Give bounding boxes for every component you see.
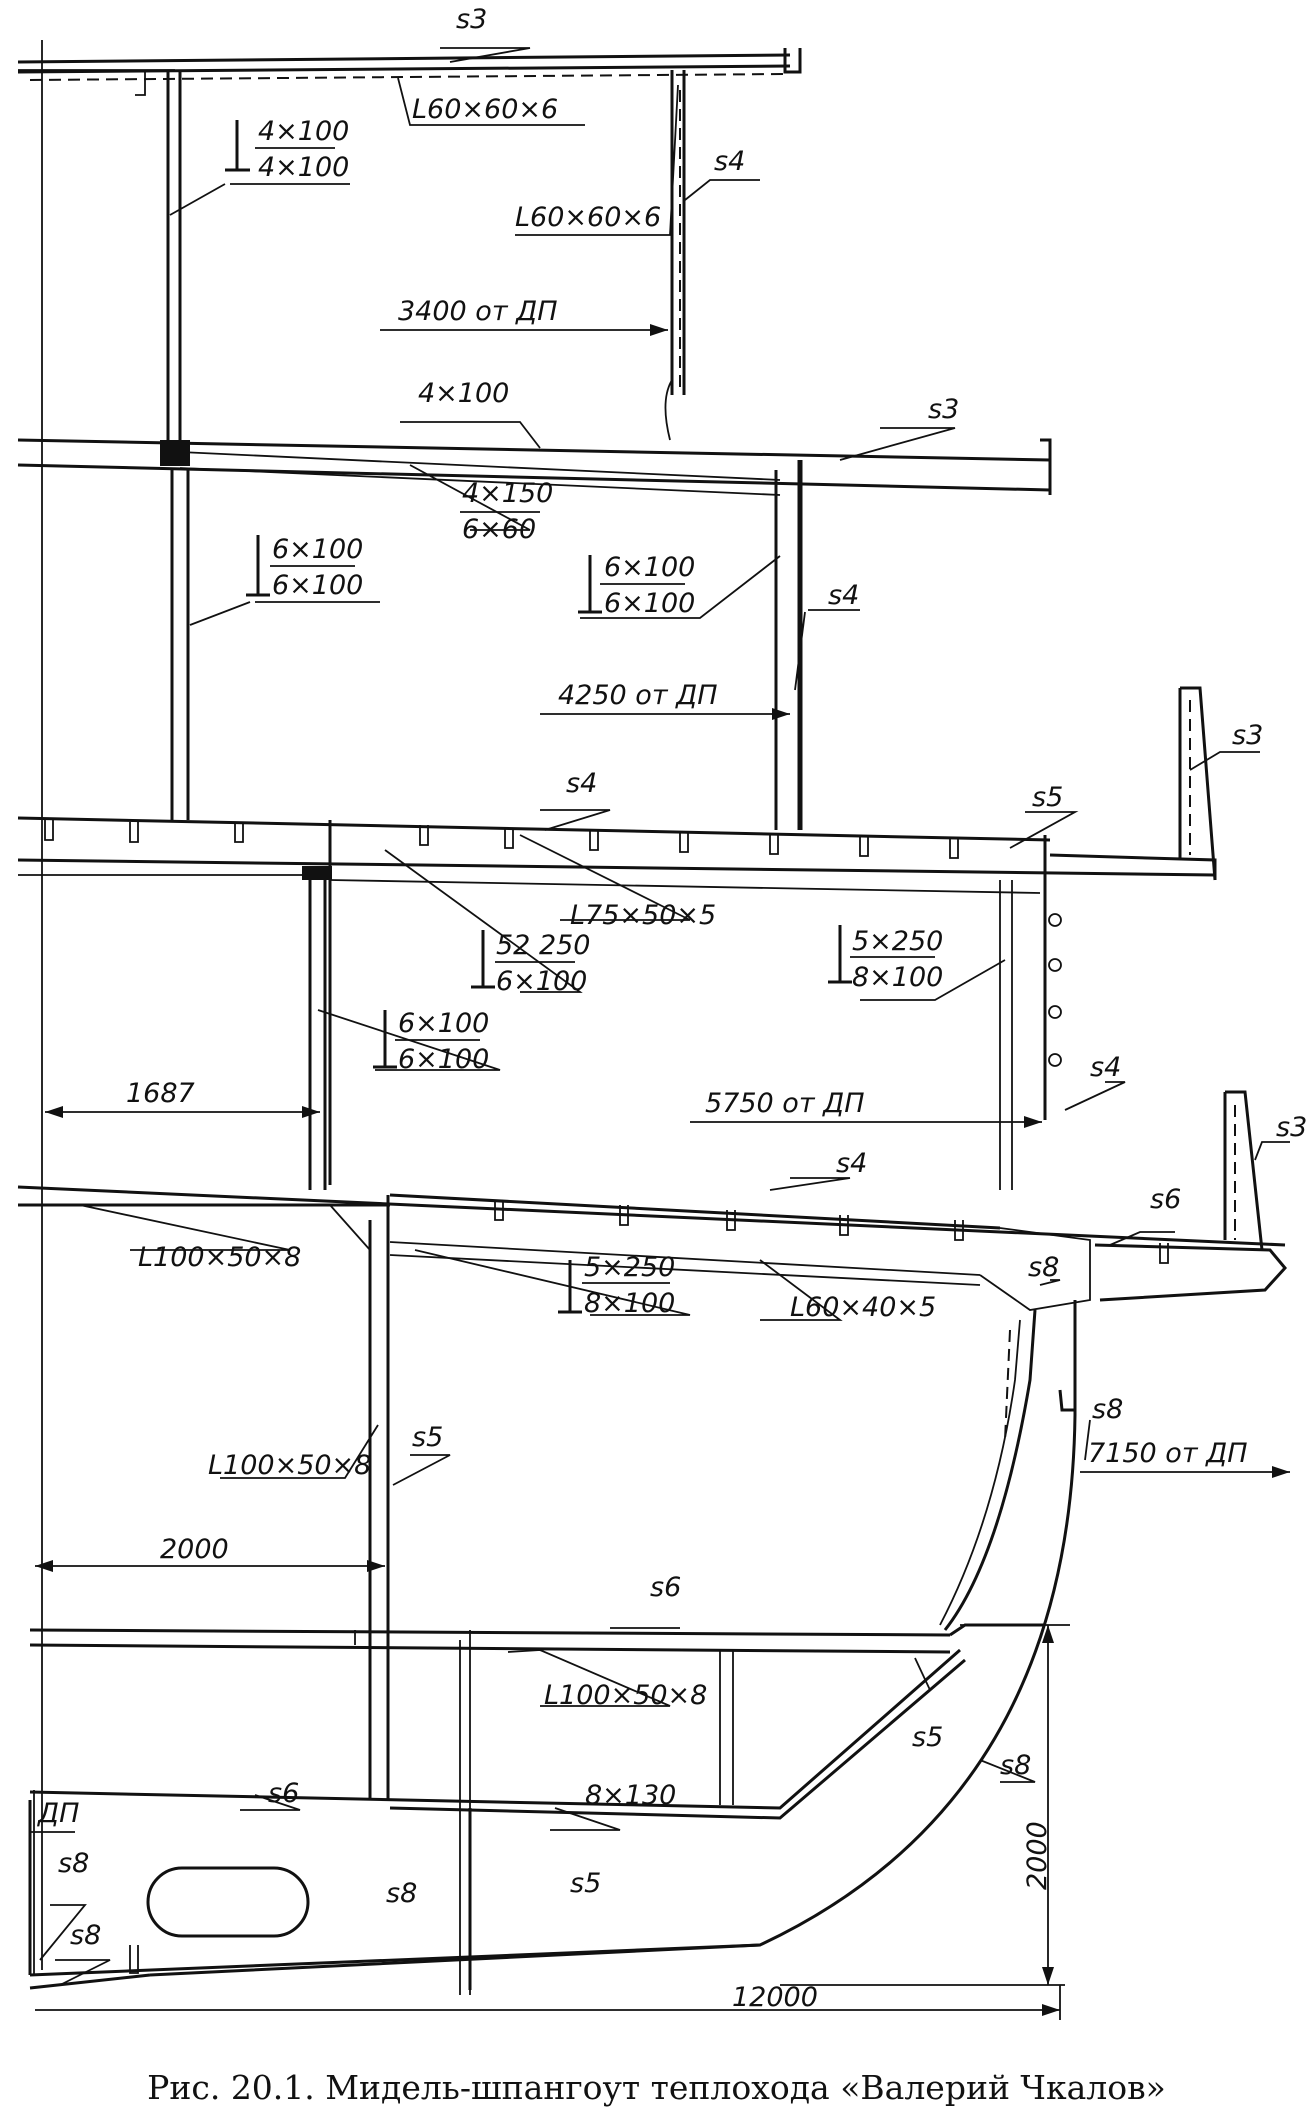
tee-6x100-low-den: 6×100 [398, 1044, 489, 1075]
tee-upper-num: 4×100 [258, 116, 349, 147]
plate-s6-deck4: s6 [1150, 1184, 1181, 1215]
dim-4250: 4250 от ДП [558, 680, 718, 711]
third-stanchion [302, 866, 332, 1190]
dim-2000-v-line [960, 1624, 1070, 1985]
plate-s4-side: s4 [1090, 1052, 1121, 1083]
plate-s4-deck3: s4 [566, 768, 597, 799]
dim-3400: 3400 от ДП [398, 296, 558, 327]
dim-12000-line [35, 1984, 1065, 2020]
top-bulkhead [664, 70, 686, 441]
dim-7150-line [1080, 1466, 1290, 1478]
tee-5x250-low-den: 8×100 [584, 1288, 675, 1319]
centre-line [33, 40, 43, 1975]
plate-s5-deck3: s5 [1032, 782, 1063, 813]
plate-s6-deck5: s6 [650, 1572, 681, 1603]
plate-s4-second: s4 [828, 580, 859, 611]
second-bulkhead [774, 460, 803, 830]
angle-100-top: L100×50×8 [138, 1242, 301, 1273]
fraction-bars [255, 147, 935, 1284]
dim-2000-h-line [35, 1560, 385, 1572]
tee-6x100-left-den: 6×100 [272, 570, 363, 601]
double-bottom [28, 1648, 966, 1990]
dim-2000-v: 2000 [1022, 1821, 1053, 1890]
angle-top: L60×60×6 [412, 94, 558, 125]
fifth-deck [29, 1623, 1045, 1995]
plate-s3-top: s3 [456, 4, 487, 35]
lightening-hole [146, 1866, 310, 1938]
dp-label: ДП [37, 1798, 79, 1829]
tee-symbols [225, 120, 852, 1314]
tee-5x250-num: 5×250 [852, 926, 943, 957]
angle-60x40: L60×40×5 [790, 1292, 936, 1323]
plate-s8-bottom: s8 [70, 1920, 101, 1951]
tee-6x100-low-num: 6×100 [398, 1008, 489, 1039]
ship-side-shell [149, 1300, 1077, 1977]
dim-12000: 12000 [732, 1982, 818, 2013]
leader-lines [30, 47, 1290, 1986]
plate-s5-bulk: s5 [412, 1422, 443, 1453]
dim-4250-line [540, 708, 790, 720]
plate-s8-floor: s8 [386, 1878, 417, 1909]
second-deck [17, 438, 1052, 496]
tee-52-num: 52 250 [496, 930, 590, 961]
figure-caption: Рис. 20.1. Мидель-шпангоут теплохода «Ва… [147, 2068, 1166, 2107]
plate-s8-keel: s8 [58, 1848, 89, 1879]
plate-s3-second: s3 [928, 394, 959, 425]
plate-s5-floor: s5 [570, 1868, 601, 1899]
tee-upper-den: 4×100 [258, 152, 349, 183]
top-deck [17, 48, 802, 96]
dim-7150: 7150 от ДП [1088, 1438, 1248, 1469]
dim-1687: 1687 [126, 1078, 195, 1109]
plate-s8-corner: s8 [1028, 1252, 1059, 1283]
beam-8x130: 8×130 [585, 1780, 676, 1811]
plate-s4-upper: s4 [714, 146, 745, 177]
plate-s3-right1: s3 [1232, 720, 1263, 751]
plate-s8-bilge: s8 [1000, 1750, 1031, 1781]
plate-s4-deck4: s4 [836, 1148, 867, 1179]
plate-s8-side: s8 [1092, 1394, 1123, 1425]
fourth-deck-brackets [494, 1200, 1169, 1264]
dim-5750: 5750 от ДП [705, 1088, 865, 1119]
side-scuttles [1048, 913, 1062, 1067]
dim-1687-line [45, 1106, 320, 1118]
bulwark-upper [1178, 686, 1217, 881]
second-stanchion [170, 468, 190, 820]
plate-s5-bilge: s5 [912, 1722, 943, 1753]
angle-upper-right: L60×60×6 [515, 202, 661, 233]
third-deck [17, 816, 1217, 1190]
tee-6x100-right-den: 6×100 [604, 588, 695, 619]
beam-4x100: 4×100 [418, 378, 509, 409]
angle-100-mid: L100×50×8 [208, 1450, 371, 1481]
dim-3400-line [380, 324, 668, 336]
third-deck-brackets [44, 820, 959, 859]
tee-6x100-right-num: 6×100 [604, 552, 695, 583]
plate-s3-right2: s3 [1276, 1112, 1307, 1143]
tee-5x250-den: 8×100 [852, 962, 943, 993]
tee-52-den: 6×100 [496, 966, 587, 997]
tee-6x100-left-num: 6×100 [272, 534, 363, 565]
fourth-stanchion [329, 1195, 390, 1800]
bulwark-lower [1223, 1090, 1264, 1251]
tee-5x250-low-num: 5×250 [584, 1252, 675, 1283]
girder-num: 4×150 [462, 478, 553, 509]
dim-5750-line [690, 1116, 1042, 1128]
angle-75: L75×50×5 [570, 900, 716, 931]
plate-s6-floor: s6 [268, 1778, 299, 1809]
girder-den: 6×60 [462, 514, 536, 545]
angle-100-low: L100×50×8 [544, 1680, 707, 1711]
dim-2000-h: 2000 [160, 1534, 229, 1565]
top-stanchion [166, 72, 182, 440]
